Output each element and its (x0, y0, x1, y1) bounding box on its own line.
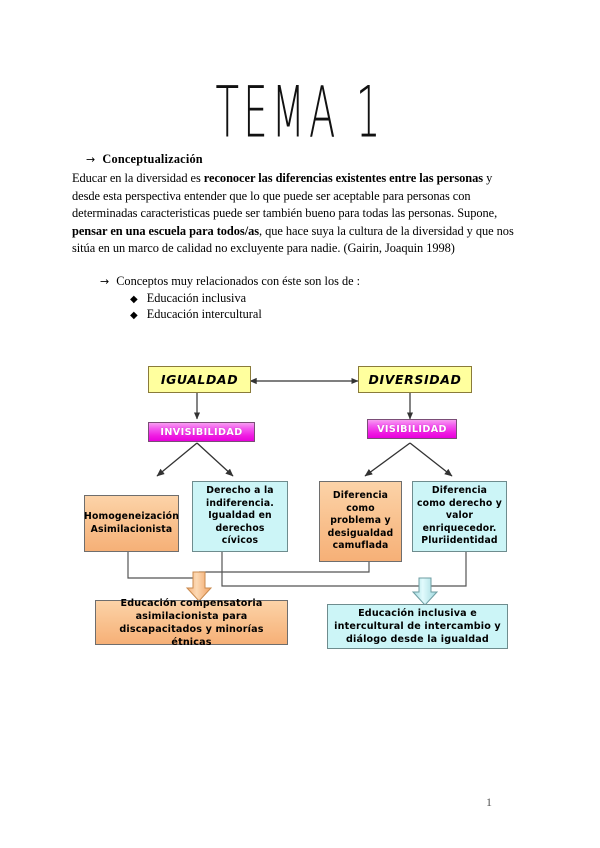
diagram-node-label: IGUALDAD (160, 372, 239, 387)
diagram-node-diferencia-problema[interactable]: Diferencia como problema y desigualdad c… (319, 481, 402, 562)
diagram-node-label: Diferencia como problema y desigualdad c… (327, 490, 394, 552)
heading-conceptos-label: Conceptos muy relacionados con éste son … (116, 274, 361, 288)
arrow-bullet-icon: → (86, 153, 96, 166)
diagram-node-visibilidad[interactable]: VISIBILIDAD (367, 419, 457, 439)
diagram-node-label: Educación compensatoria asimilacionista … (119, 597, 264, 648)
list-item: ◆ Educación inclusiva (130, 291, 246, 306)
list-item-label: Educación inclusiva (146, 291, 247, 305)
diagram-node-label: DIVERSIDAD (368, 372, 462, 387)
heading-conceptualizacion-label: Conceptualización (102, 152, 203, 166)
diagram-node-diferencia-derecho[interactable]: Diferencia como derecho y valor enriquec… (412, 481, 507, 552)
list-item-label: Educación intercultural (146, 307, 262, 321)
paragraph-part-3: , que hace suya la cultura de la diversi… (72, 223, 514, 256)
heading-conceptualizacion: → Conceptualización (86, 152, 203, 167)
page-title: TEMA 1 (215, 72, 385, 155)
diagram-node-igualdad[interactable]: IGUALDAD (148, 366, 251, 393)
paragraph-part-1: Educar en la diversidad es (72, 171, 204, 185)
diagram-node-educacion-inclusiva[interactable]: Educación inclusiva e intercultural de i… (327, 604, 508, 649)
body-paragraph: Educar en la diversidad es reconocer las… (72, 170, 520, 258)
arrow-bullet-icon: → (100, 275, 110, 288)
heading-conceptos-relacionados: → Conceptos muy relacionados con éste son… (100, 274, 360, 289)
diagram-node-homogeneizacion[interactable]: Homogeneización Asimilacionista (84, 495, 179, 552)
diamond-bullet-icon: ◆ (130, 294, 138, 305)
diagram-node-derecho-indiferencia[interactable]: Derecho a la indiferencia. Igualdad en d… (192, 481, 288, 552)
diagram-node-label: Educación inclusiva e intercultural de i… (334, 608, 501, 645)
diagram-node-label: Derecho a la indiferencia. Igualdad en d… (206, 485, 274, 547)
diagram-node-label: INVISIBILIDAD (160, 426, 243, 438)
paragraph-part-2: y desde esta perspectiva entender que lo… (72, 171, 498, 221)
diamond-bullet-icon: ◆ (130, 310, 138, 321)
diagram-node-invisibilidad[interactable]: INVISIBILIDAD (148, 422, 255, 442)
list-item: ◆ Educación intercultural (130, 307, 262, 322)
paragraph-bold-1: reconocer las diferencias existentes ent… (203, 171, 484, 185)
diagram-node-label: Diferencia como derecho y valor enriquec… (417, 485, 502, 547)
diagram-node-label: Homogeneización Asimilacionista (84, 511, 179, 535)
page-number: 1 (486, 795, 492, 809)
diagram-node-label: VISIBILIDAD (377, 423, 447, 435)
paragraph-bold-2: pensar en una escuela para todos/as (72, 223, 260, 238)
diagram-node-diversidad[interactable]: DIVERSIDAD (358, 366, 472, 393)
diagram-node-educacion-compensatoria[interactable]: Educación compensatoria asimilacionista … (95, 598, 288, 648)
